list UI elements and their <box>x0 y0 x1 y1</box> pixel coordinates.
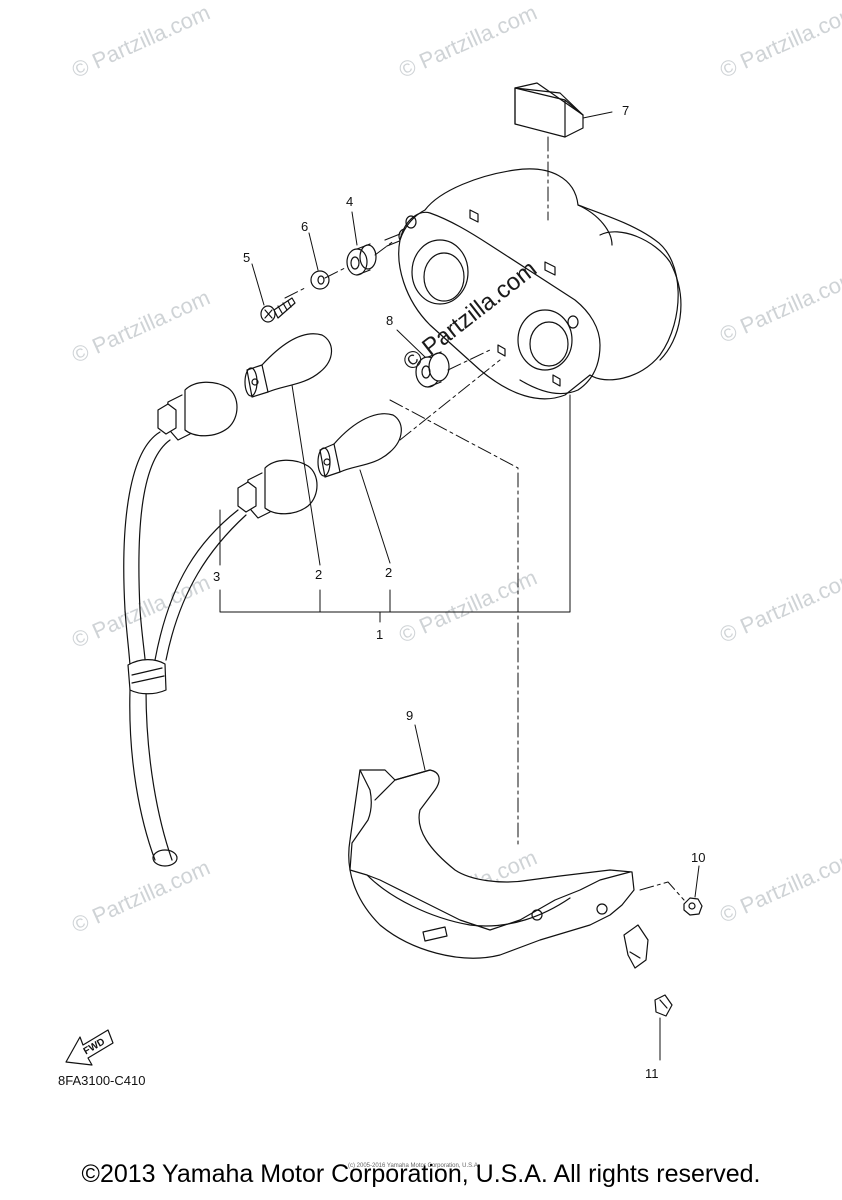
small-copyright: (c) 2005-2016 Yamaha Motor Corporation, … <box>348 1163 480 1169</box>
lower-cover-part-9 <box>348 769 649 969</box>
clip-part-11 <box>654 994 673 1017</box>
leader-lines <box>219 111 700 1061</box>
callout-3: 3 <box>213 569 221 584</box>
washer-part-6 <box>310 270 330 290</box>
meter-housing <box>398 168 682 400</box>
callout-7: 7 <box>622 103 630 118</box>
bulb-part-2-upper <box>244 333 333 398</box>
callout-9: 9 <box>406 708 414 723</box>
callout-2-upper-bulb: 2 <box>315 567 323 582</box>
callout-11: 11 <box>645 1066 659 1081</box>
forward-arrow-icon: FWD <box>65 1029 114 1066</box>
assembly-lines <box>284 136 685 901</box>
callout-5: 5 <box>243 250 251 265</box>
screw-part-5 <box>260 297 296 323</box>
diagram-id: 8FA3100-C410 <box>58 1073 146 1088</box>
callout-2-lower-bulb: 2 <box>385 565 393 580</box>
callout-4: 4 <box>346 194 354 209</box>
callout-10: 10 <box>691 850 706 865</box>
callout-1: 1 <box>376 627 384 642</box>
callout-8: 8 <box>386 313 394 328</box>
callout-6: 6 <box>301 219 309 234</box>
pad-block-part-7 <box>514 82 584 138</box>
copyright-footer: ©2013 Yamaha Motor Corporation, U.S.A. A… <box>81 1160 761 1188</box>
bulb-part-2-lower <box>317 413 402 478</box>
nut-part-10 <box>683 897 703 916</box>
grommet-part-8 <box>415 351 450 388</box>
socket-wire-harness-part-3 <box>123 381 318 867</box>
